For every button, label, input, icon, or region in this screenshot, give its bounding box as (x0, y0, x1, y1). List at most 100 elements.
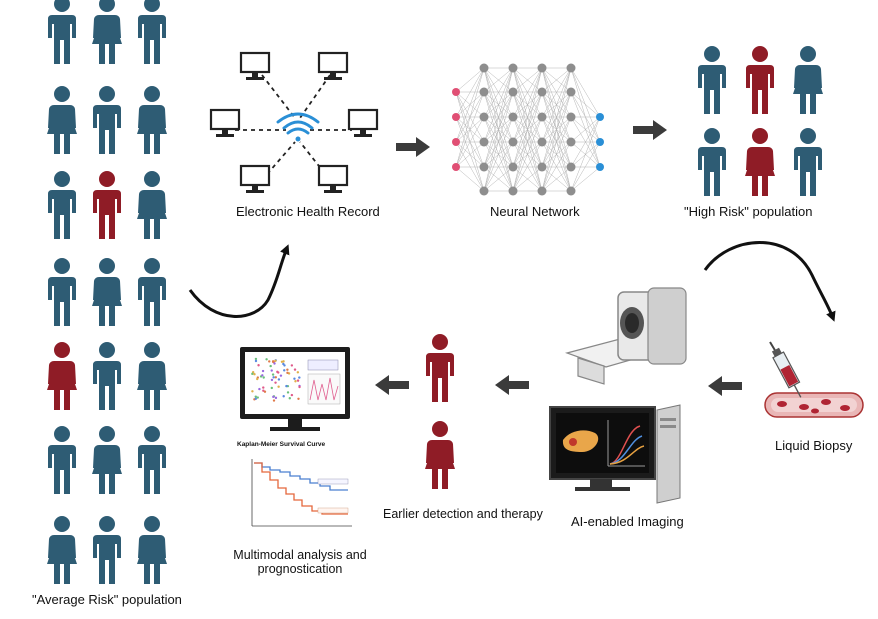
liquid-biopsy-label: Liquid Biopsy (775, 438, 853, 453)
scatter-dot (257, 364, 260, 367)
scatter-dot (274, 381, 277, 384)
scatter-dot (271, 360, 275, 363)
scatter-dot (272, 399, 276, 402)
nn-node (566, 162, 576, 172)
scatter-dot (258, 387, 261, 391)
scatter-dot (256, 377, 259, 381)
scatter-dot (277, 378, 281, 381)
scatter-dot (286, 391, 290, 394)
scatter-dot (280, 360, 284, 363)
scatter-dot (286, 368, 289, 371)
nn-node (537, 63, 547, 73)
average-risk-label: "Average Risk" population (32, 592, 182, 607)
scatter-dot (270, 386, 273, 390)
nn-node (479, 186, 489, 196)
ai-imaging-label: AI-enabled Imaging (571, 514, 684, 529)
scatter-dot (283, 369, 286, 372)
scatter-dot (290, 393, 294, 397)
earlier-detection-label: Earlier detection and therapy (383, 507, 543, 521)
scatter-dot (286, 371, 289, 375)
nn-node (479, 112, 489, 122)
scatter-dot (261, 369, 265, 373)
earlier-detection-people (425, 334, 455, 489)
scatter-dot (270, 369, 273, 372)
syringe-icon (769, 341, 802, 398)
scatter-dot (254, 397, 258, 400)
survival-chart-icon (251, 459, 352, 527)
nn-node (508, 162, 518, 172)
scatter-dot (261, 374, 264, 377)
average-risk-population (47, 0, 167, 584)
nn-node (566, 87, 576, 97)
scatter-dot (251, 372, 254, 376)
neural-network-label: Neural Network (490, 204, 580, 219)
nn-node (508, 137, 518, 147)
neural-network-icon (452, 63, 604, 196)
mri-scanner-icon (564, 287, 687, 385)
high-risk-label: "High Risk" population (684, 204, 813, 219)
nn-node (452, 113, 460, 121)
scatter-dot (268, 360, 271, 363)
wifi-icon (276, 112, 320, 142)
scatter-dot (285, 384, 288, 388)
scatter-dot (273, 362, 276, 365)
scatter-dot (272, 395, 275, 399)
nn-node (452, 88, 460, 96)
nn-node (537, 112, 547, 122)
scatter-dot (277, 385, 280, 388)
scatter-dot (262, 376, 265, 379)
monitor-icon (240, 347, 350, 431)
multimodal-label: Multimodal analysis and prognostication (225, 548, 375, 576)
scatter-dot (296, 379, 300, 382)
nn-node (479, 63, 489, 73)
scatter-dot (253, 373, 256, 376)
scatter-dot (274, 376, 277, 379)
scatter-dot (293, 368, 297, 371)
curved-arrow-to-ehr (188, 244, 290, 318)
multimodal-label-line2: prognostication (257, 562, 343, 576)
nn-node (508, 87, 518, 97)
scatter-dot (270, 378, 274, 382)
scatter-dot (254, 395, 257, 398)
ehr-label: Electronic Health Record (236, 204, 380, 219)
nn-node (596, 138, 604, 146)
nn-node (596, 163, 604, 171)
scatter-dot (271, 373, 275, 376)
desktop-computer-icon (549, 404, 681, 504)
blood-vessel-icon (764, 392, 864, 418)
scatter-dot (254, 359, 258, 363)
scatter-dot (251, 390, 254, 393)
scatter-dot (254, 357, 258, 361)
scatter-dot (294, 380, 297, 383)
scatter-dot (276, 370, 279, 374)
nn-node (479, 87, 489, 97)
nn-node (452, 163, 460, 171)
nn-node (566, 137, 576, 147)
curved-arrow-to-biopsy (703, 241, 836, 322)
scatter-dot (298, 376, 301, 379)
nn-node (508, 63, 518, 73)
nn-node (566, 63, 576, 73)
scatter-dot (269, 364, 272, 368)
scatter-dot (279, 374, 283, 377)
scatter-dot (298, 385, 301, 389)
scatter-dot (282, 395, 285, 398)
arrow-imaging-to-detection (495, 375, 529, 395)
scatter-dot (263, 390, 267, 393)
km-chart-title: Kaplan-Meier Survival Curve (237, 441, 326, 448)
nn-node (537, 137, 547, 147)
nn-node (566, 186, 576, 196)
nn-node (566, 112, 576, 122)
nn-node (508, 112, 518, 122)
nn-node (479, 137, 489, 147)
nn-node (537, 87, 547, 97)
ehr-network-icon (209, 51, 379, 195)
nn-node (508, 186, 518, 196)
nn-node (479, 162, 489, 172)
arrow-detection-to-multimodal (375, 375, 409, 395)
arrow-ehr-to-nn (396, 137, 430, 157)
arrow-nn-to-high-risk (633, 120, 667, 140)
high-risk-population (698, 46, 823, 196)
